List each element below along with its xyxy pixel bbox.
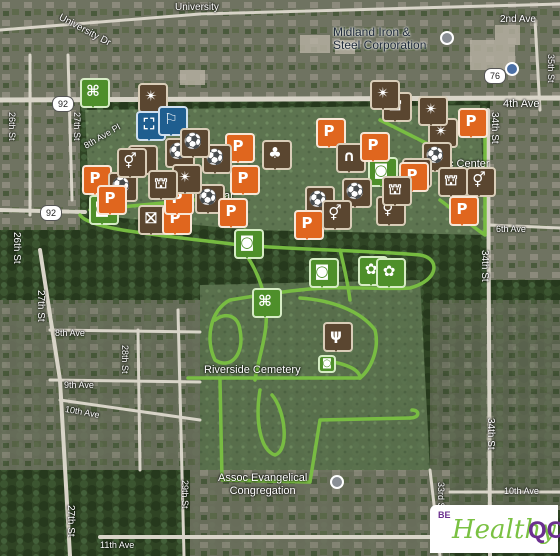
label-9th-ave: 9th Ave: [64, 380, 94, 390]
marker-camera-icon[interactable]: ◙: [234, 229, 264, 263]
route-76-shield: 76: [484, 68, 506, 84]
label-34th-st-mid: 34th St: [479, 250, 490, 282]
label-35th-st: 35th St: [546, 54, 556, 83]
marker-restroom-icon[interactable]: ⚥: [466, 167, 496, 201]
label-28th-st: 28th St: [120, 345, 130, 374]
marker-trash-icon[interactable]: ⛝: [138, 205, 168, 239]
marker-nature-icon[interactable]: ✿: [376, 258, 406, 292]
label-university-ave: University: [175, 2, 219, 13]
label-park-fragment: ar: [224, 190, 234, 202]
marker-soccer-icon[interactable]: ⚽: [180, 128, 210, 162]
marker-parking-icon[interactable]: P: [97, 185, 127, 219]
marker-parking-icon[interactable]: P: [449, 196, 479, 230]
label-29th-st: 29th St: [180, 480, 190, 509]
label-midland-iron-steel: Midland Iron & Steel Corporation: [333, 25, 427, 52]
label-4th-ave: 4th Ave: [503, 98, 540, 110]
gas-station-icon[interactable]: [505, 62, 519, 76]
marker-tree-icon[interactable]: ♣: [262, 140, 292, 174]
label-27th-st-bottom: 27th St: [65, 505, 76, 537]
label-34th-st-top: 34th St: [489, 112, 500, 144]
be-healthy-qc-logo: BE Healthy QC: [430, 505, 560, 553]
logo-qc: QC: [528, 517, 560, 544]
label-6th-ave: 6th Ave: [496, 224, 526, 234]
marker-shelter-icon[interactable]: ∩: [336, 143, 366, 177]
label-27th-st: 27th St: [35, 290, 46, 322]
route-92-shield-left: 92: [40, 205, 62, 221]
marker-parking-icon[interactable]: P: [458, 108, 488, 142]
marker-picnic-icon[interactable]: ⛫: [382, 176, 412, 210]
place-pin-icon[interactable]: [440, 31, 454, 45]
marker-parking-icon[interactable]: P: [294, 210, 324, 244]
marker-camera-icon[interactable]: ◙: [318, 355, 336, 373]
route-92-shield-top: 92: [52, 96, 74, 112]
marker-camera-icon[interactable]: ◙: [309, 258, 339, 292]
label-riverside-cemetery: Riverside Cemetery: [204, 364, 301, 376]
marker-wildlife-icon[interactable]: ψ: [323, 322, 353, 356]
church-pin-icon[interactable]: [330, 475, 344, 489]
logo-be: BE: [438, 510, 451, 520]
label-26th-st: 26th St: [11, 232, 22, 264]
label-10th-ave-right: 10th Ave: [504, 486, 539, 496]
marker-restroom-icon[interactable]: ⚥: [117, 148, 147, 182]
label-2nd-ave: 2nd Ave: [500, 14, 536, 25]
label-11th-ave: 11th Ave: [100, 540, 135, 550]
label-27th-st-top: 27th St: [72, 112, 82, 141]
marker-restroom-icon[interactable]: ⚥: [322, 200, 352, 234]
marker-soccer-icon[interactable]: ⚽: [342, 178, 372, 212]
logo-healthy: Healthy: [452, 515, 556, 545]
marker-soccer-icon[interactable]: ⚽: [202, 144, 232, 178]
marker-fireworks-icon[interactable]: ✴: [418, 96, 448, 130]
marker-fireworks-icon[interactable]: ✴: [370, 80, 400, 114]
marker-parking-icon[interactable]: P: [218, 198, 248, 232]
marker-plaza-icon[interactable]: ⌘: [252, 288, 282, 322]
label-26th-st-top: 26th St: [7, 112, 17, 141]
label-8th-ave: 8th Ave: [55, 328, 85, 338]
marker-parking-icon[interactable]: P: [360, 132, 390, 166]
marker-parking-icon[interactable]: P: [230, 165, 260, 199]
label-34th-st-low: 34th St: [485, 418, 496, 450]
marker-plaza-icon[interactable]: ⌘: [80, 78, 110, 112]
marker-picnic-icon[interactable]: ⛫: [148, 170, 178, 204]
label-assoc-evangelical: Assoc Evangelical Congregation: [218, 472, 308, 497]
